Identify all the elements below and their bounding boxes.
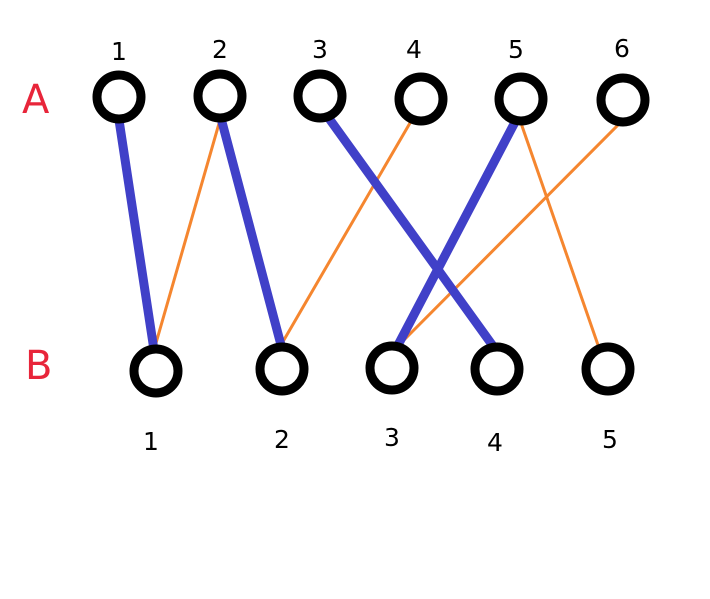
a-node-label-6: 6 (614, 34, 630, 63)
edge-a6-b3 (395, 123, 620, 349)
a-node-3 (293, 69, 347, 123)
b-node-1 (129, 344, 183, 398)
b-node-5 (581, 342, 635, 396)
a-node-label-1: 1 (111, 37, 127, 66)
set-a-label: A (22, 77, 50, 123)
a-node-4 (394, 72, 448, 126)
edge-a5-b3 (392, 119, 519, 352)
a-node-6 (596, 73, 650, 127)
a-node-label-4: 4 (406, 35, 422, 64)
edge-a1-b1 (114, 115, 159, 355)
b-node-label-4: 4 (487, 428, 503, 457)
b-node-4 (470, 342, 524, 396)
set-b-label: B (25, 343, 52, 389)
a-node-1 (92, 70, 146, 124)
edge-a2-b2 (217, 117, 286, 350)
a-node-label-3: 3 (312, 35, 328, 64)
a-node-5 (494, 72, 548, 126)
nodes-layer: 1 2 3 4 5 6 1 2 3 4 5 (92, 34, 650, 457)
a-node-2 (193, 69, 247, 123)
edge-a2-b1 (152, 118, 222, 352)
a-node-label-2: 2 (212, 35, 228, 64)
b-node-label-5: 5 (602, 425, 618, 454)
edges-layer (114, 112, 620, 355)
edge-a3-b4 (323, 112, 498, 351)
b-node-label-1: 1 (143, 427, 159, 456)
a-node-label-5: 5 (508, 35, 524, 64)
edge-a5-b5 (520, 124, 600, 347)
b-node-2 (255, 342, 309, 396)
b-node-label-3: 3 (384, 423, 400, 452)
b-node-label-2: 2 (274, 425, 290, 454)
edge-a4-b2 (279, 121, 412, 347)
b-node-3 (365, 341, 419, 395)
